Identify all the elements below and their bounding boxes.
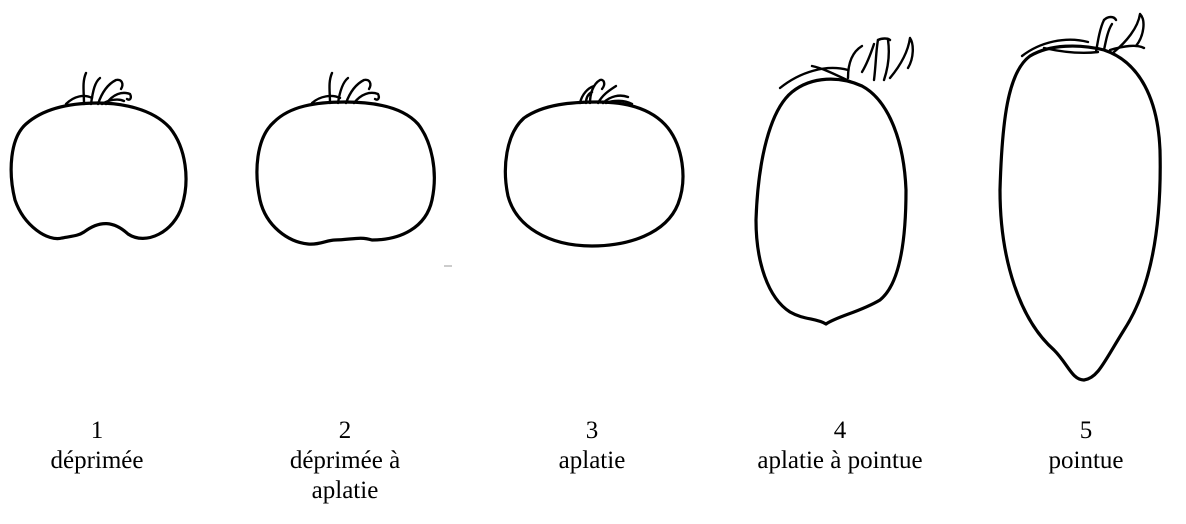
fruit-2-depressed-to-flat-drawing bbox=[257, 73, 434, 244]
shape-name-4: aplatie à pointue bbox=[730, 446, 950, 476]
shape-name-1: déprimée bbox=[0, 446, 207, 476]
shape-label-3: 3 aplatie bbox=[482, 416, 702, 476]
fruit-1-calyx-drawing bbox=[66, 73, 131, 104]
shape-label-1: 1 déprimée bbox=[0, 416, 207, 476]
shape-label-2: 2 déprimée à aplatie bbox=[235, 416, 455, 506]
fruit-3-calyx-drawing bbox=[580, 80, 632, 104]
shape-name-3: aplatie bbox=[482, 446, 702, 476]
shape-number-4: 4 bbox=[730, 416, 950, 446]
fruit-4-calyx-drawing bbox=[780, 38, 913, 88]
shape-label-5: 5 pointue bbox=[976, 416, 1186, 476]
fruit-2-calyx-drawing bbox=[312, 73, 379, 103]
fruit-3-flat-drawing bbox=[505, 80, 683, 246]
shape-label-4: 4 aplatie à pointue bbox=[730, 416, 950, 476]
fruit-1-depressed-drawing bbox=[11, 73, 186, 239]
shape-name-5: pointue bbox=[976, 446, 1186, 476]
fruit-4-flat-to-pointed-drawing bbox=[756, 38, 913, 324]
shape-name-2: déprimée à aplatie bbox=[270, 446, 420, 506]
shape-number-1: 1 bbox=[0, 416, 207, 446]
shape-number-5: 5 bbox=[976, 416, 1186, 446]
shape-number-3: 3 bbox=[482, 416, 702, 446]
shape-number-2: 2 bbox=[235, 416, 455, 446]
fruit-5-pointed-drawing bbox=[1000, 14, 1160, 380]
